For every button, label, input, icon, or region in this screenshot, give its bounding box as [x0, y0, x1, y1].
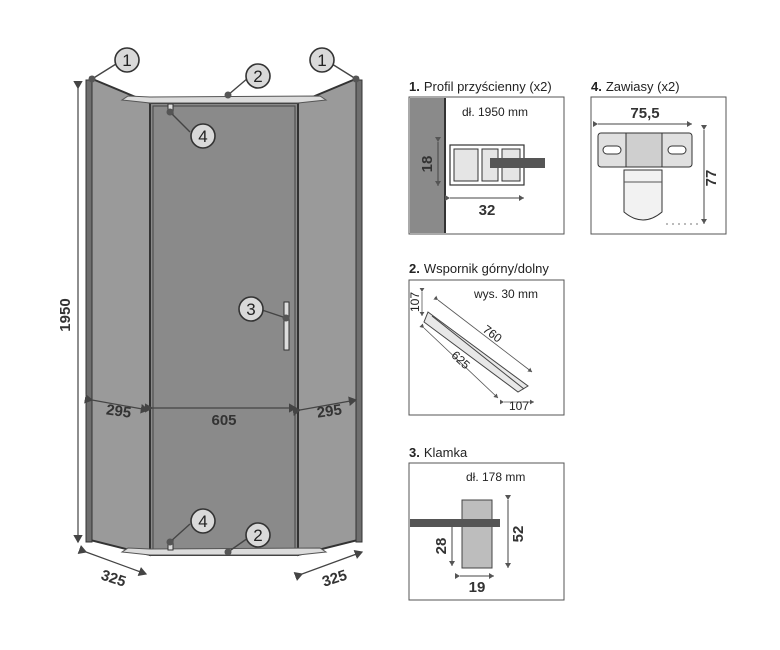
base-right: 325: [320, 567, 349, 591]
shower-enclosure: [85, 76, 363, 557]
door-panel: [149, 102, 299, 556]
callout-leaders: [91, 63, 357, 553]
svg-text:1: 1: [122, 51, 131, 70]
right-side-panel: [297, 76, 359, 557]
panel-2-note: wys. 30 mm: [473, 287, 538, 301]
bottom-bracket: [120, 547, 328, 556]
callout-3: 3: [238, 296, 264, 322]
callout-2-bottom: 2: [245, 522, 271, 548]
panel-3-dim-height: 52: [510, 526, 527, 543]
callout-4-bottom: 4: [190, 508, 216, 534]
svg-text:4: 4: [198, 127, 207, 146]
svg-text:3: 3: [246, 300, 255, 319]
callout-1-left: 1: [114, 47, 140, 73]
panel-3-note: dł. 178 mm: [466, 470, 525, 484]
dimension-lines: [73, 80, 364, 581]
panel-handle: 3.Klamka dł. 178 mm 52 28 19: [408, 445, 565, 601]
svg-text:1: 1: [317, 51, 326, 70]
side-width-right: 295: [316, 401, 343, 421]
panel-4-title: 4.Zawiasy (x2): [591, 79, 680, 94]
panel-1-dim-height: 18: [419, 156, 436, 173]
panel-2-title: 2.Wspornik górny/dolny: [409, 261, 549, 276]
svg-text:2: 2: [253, 526, 262, 545]
panel-3-dim-grip: 28: [433, 538, 450, 555]
callout-2-top: 2: [245, 63, 271, 89]
callout-4-top: 4: [190, 123, 216, 149]
panel-3-title: 3.Klamka: [409, 445, 468, 460]
panel-4-dim-height: 77: [703, 170, 720, 187]
panel-wall-profile: 1.Profil przyścienny (x2) dł. 1950 mm 18…: [408, 79, 565, 235]
right-wall-profile: [355, 79, 363, 543]
door-handle: [283, 301, 290, 351]
panel-1-title: 1.Profil przyścienny (x2): [409, 79, 552, 94]
svg-text:2: 2: [253, 67, 262, 86]
panel-hinges: 4.Zawiasy (x2) 75,5 77: [590, 79, 727, 235]
panel-2-dim-d: 107: [509, 399, 529, 413]
left-side-panel: [89, 76, 151, 557]
left-wall-profile: [85, 79, 93, 543]
panel-bracket: 2.Wspornik górny/dolny wys. 30 mm 107 76…: [408, 261, 565, 416]
panel-1-note: dł. 1950 mm: [462, 105, 528, 119]
callout-1-right: 1: [309, 47, 335, 73]
panel-1-dim-width: 32: [479, 202, 496, 219]
panel-4-dim-width: 75,5: [630, 105, 659, 122]
height-dimension: 1950: [57, 298, 74, 331]
svg-text:4: 4: [198, 512, 207, 531]
door-width: 605: [211, 412, 236, 429]
side-width-left: 295: [105, 401, 132, 421]
panel-2-dim-a: 107: [408, 292, 422, 312]
panel-3-dim-width: 19: [469, 579, 486, 596]
base-left: 325: [99, 567, 128, 591]
top-bracket: [120, 95, 328, 104]
